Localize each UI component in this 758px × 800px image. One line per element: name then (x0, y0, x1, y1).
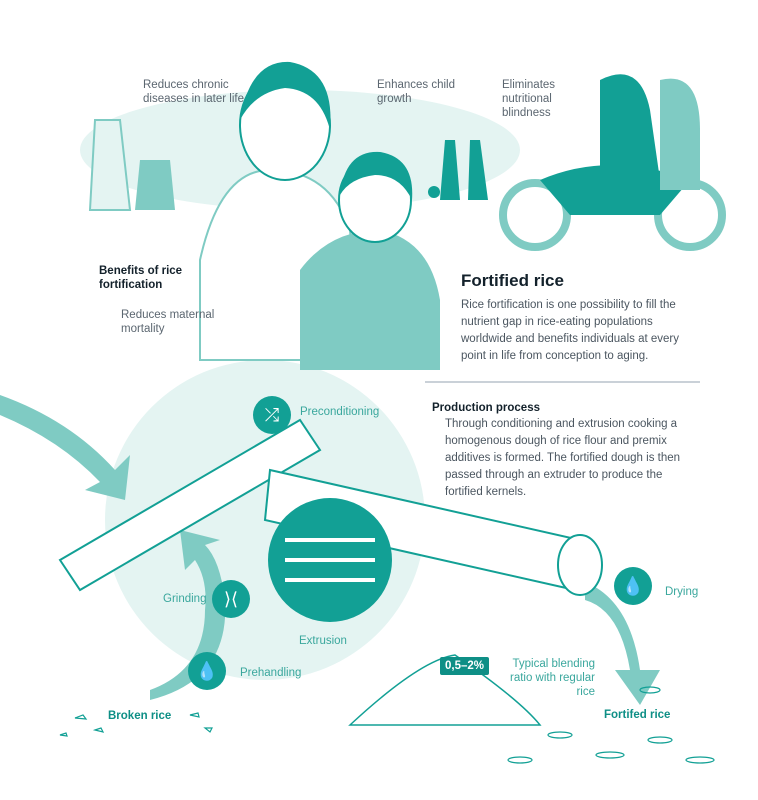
broken-rice-pieces (59, 712, 213, 737)
child-hair (340, 151, 413, 200)
fortified-description: Rice fortification is one possibility to… (461, 299, 679, 362)
step-prehandling: Prehandling (240, 667, 302, 679)
input-arrow (0, 395, 130, 500)
production-title: Production process (432, 402, 540, 414)
market-person (88, 119, 132, 211)
shuffle-icon: ⤮ (253, 396, 291, 434)
step-extrusion: Extrusion (299, 635, 347, 647)
mother-hair (240, 61, 331, 130)
playing-children (440, 140, 488, 200)
benefit-growth: Enhances child growth (377, 79, 455, 105)
broken-rice-label: Broken rice (108, 710, 172, 722)
output-arrow (585, 582, 660, 705)
benefit-blindness: Eliminates nutritional blindness (502, 79, 556, 119)
step-preconditioning: Preconditioning (300, 406, 380, 418)
benefit-chronic: Reduces chronic diseases in later life (143, 79, 244, 105)
droplets-icon: 💧 (188, 652, 226, 690)
grinding-icon: ⟩⟨ (212, 580, 250, 618)
blended-rice-pile (348, 654, 542, 726)
benefits-title: Benefits of rice fortification (99, 265, 183, 291)
screw-flights (285, 538, 375, 582)
rider (600, 74, 660, 180)
child-body (300, 230, 440, 370)
extruder-die (557, 534, 603, 596)
conditioner-pipe (58, 418, 322, 592)
blend-ratio-badge: 0,5–2% (440, 657, 490, 675)
bike-wheel (499, 179, 571, 251)
fortified-kernels (507, 686, 715, 764)
market-vendor (135, 160, 175, 210)
fortified-title: Fortified rice (461, 271, 564, 290)
ball (428, 186, 440, 198)
drying-drop-icon: 💧 (614, 567, 652, 605)
benefit-maternal: Reduces maternal mortality (121, 309, 215, 335)
step-drying: Drying (665, 586, 699, 598)
fortified-rice-label: Fortifed rice (604, 709, 671, 721)
blend-ratio-text: Typical blending ratio with regular rice (509, 658, 595, 698)
passenger (660, 78, 700, 190)
production-description: Through conditioning and extrusion cooki… (445, 418, 681, 498)
step-grinding: Grinding (163, 593, 207, 605)
